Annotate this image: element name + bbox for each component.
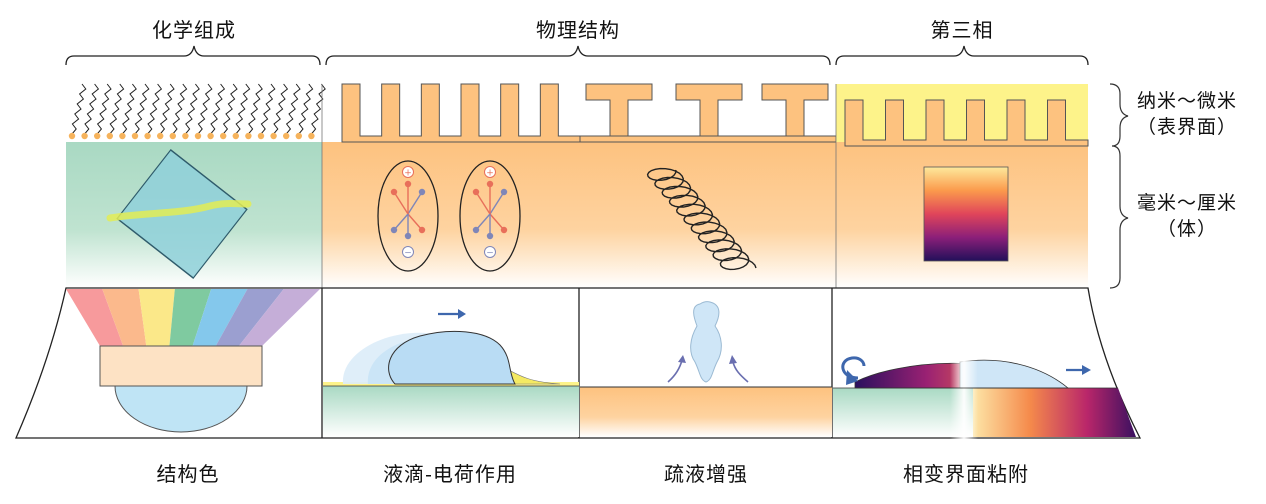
scale-brace (1109, 83, 1129, 289)
scale-milli-line1: 毫米～厘米 (1136, 192, 1237, 214)
phase-gradient-block (923, 166, 1009, 262)
dipole-ellipse-1: +− (377, 160, 439, 272)
lyophobic-scene (580, 301, 832, 437)
crystal-block (106, 149, 252, 279)
curved-arrow-right (732, 361, 749, 383)
rotate-arrow (841, 356, 866, 380)
brace-chemical (65, 45, 321, 66)
t-shaped-pillars (579, 83, 837, 143)
footer-lyophobic: 疏液增强 (664, 462, 748, 486)
phase-change-scene (833, 345, 1136, 440)
scale-milli-label: 毫米～厘米 （体） (1112, 190, 1262, 242)
molecular-chains (71, 83, 326, 135)
micro-pillars (341, 83, 581, 143)
svg-text:−: − (404, 249, 412, 259)
third-phase-layer (836, 84, 1088, 142)
header-physical-label: 物理结构 (536, 18, 620, 42)
lens (99, 345, 263, 433)
brace-third-phase (835, 45, 1089, 66)
svg-text:+: + (486, 169, 494, 179)
head-groups (68, 132, 315, 140)
svg-text:+: + (404, 169, 412, 179)
rainbow-spectrum (66, 289, 320, 346)
brace-physical (325, 45, 831, 66)
dipole-ellipse-2: +− (459, 160, 521, 272)
scale-nano-line2: （表界面） (1136, 116, 1237, 138)
footer-structural-color: 结构色 (156, 462, 220, 486)
scale-nano-line1: 纳米～微米 (1136, 90, 1237, 112)
header-chemical-label: 化学组成 (152, 18, 236, 42)
polymer-coil (646, 167, 757, 271)
third-phase-pillars (844, 99, 1089, 147)
footer-droplet-charge: 液滴-电荷作用 (383, 462, 517, 486)
svg-text:−: − (486, 249, 494, 259)
scale-nano-label: 纳米～微米 （表界面） (1112, 88, 1262, 140)
droplet-charge-scene (323, 309, 579, 437)
footer-phase-change: 相变界面粘附 (903, 462, 1029, 486)
scale-milli-line2: （体） (1156, 218, 1217, 240)
header-third-phase-label: 第三相 (930, 18, 994, 42)
